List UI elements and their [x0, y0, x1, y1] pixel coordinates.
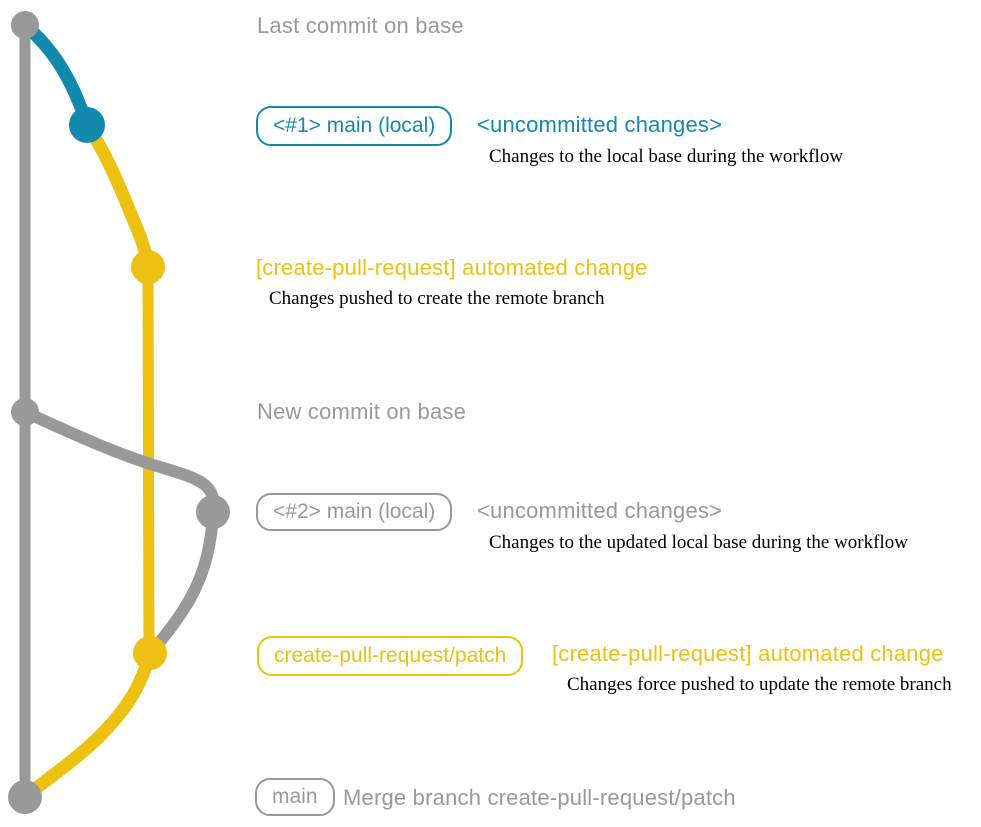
new-commit-label: New commit on base [257, 399, 467, 424]
branch-badge-main-local-2-label: <#2> main (local) [273, 500, 436, 523]
merge-commit-label: Merge branch create-pull-request/patch [343, 785, 736, 810]
commit-dot-automated-1 [131, 250, 165, 284]
local-main-2-branch-curve [19, 406, 220, 518]
uncommitted-changes-1-caption: Changes to the local base during the wor… [489, 146, 844, 167]
branch-badge-main-label: main [272, 785, 318, 808]
uncommitted-changes-2-heading: <uncommitted changes> [477, 498, 723, 523]
uncommitted-changes-2-caption: Changes to the updated local base during… [489, 532, 908, 553]
commit-dot-merge [8, 780, 42, 814]
automated-change-1-heading: [create-pull-request] automated change [256, 255, 648, 280]
last-commit-label: Last commit on base [257, 13, 464, 38]
commit-dot-new-base [11, 398, 39, 426]
patch-branch-curve-top [80, 118, 155, 274]
branch-badge-main: main [255, 778, 335, 816]
automated-change-2-heading: [create-pull-request] automated change [552, 641, 944, 666]
automated-change-1-caption: Changes pushed to create the remote bran… [269, 288, 605, 309]
branch-badge-main-local-1-label: <#1> main (local) [273, 114, 436, 137]
commit-dot-main-local-2 [196, 495, 230, 529]
branch-badge-patch: create-pull-request/patch [257, 636, 524, 676]
commit-dot-automated-2 [133, 636, 167, 670]
commit-dot-last-base [11, 11, 39, 39]
branch-badge-main-local-1: <#1> main (local) [256, 106, 453, 146]
rebase-to-patch-curve [144, 506, 219, 659]
branch-badge-main-local-2: <#2> main (local) [256, 493, 453, 531]
branch-badge-patch-label: create-pull-request/patch [274, 644, 507, 667]
automated-change-2-caption: Changes force pushed to update the remot… [567, 674, 952, 695]
commit-dot-main-local-1 [69, 107, 105, 143]
uncommitted-changes-1-heading: <uncommitted changes> [477, 112, 723, 137]
merge-branch-curve [18, 646, 157, 804]
